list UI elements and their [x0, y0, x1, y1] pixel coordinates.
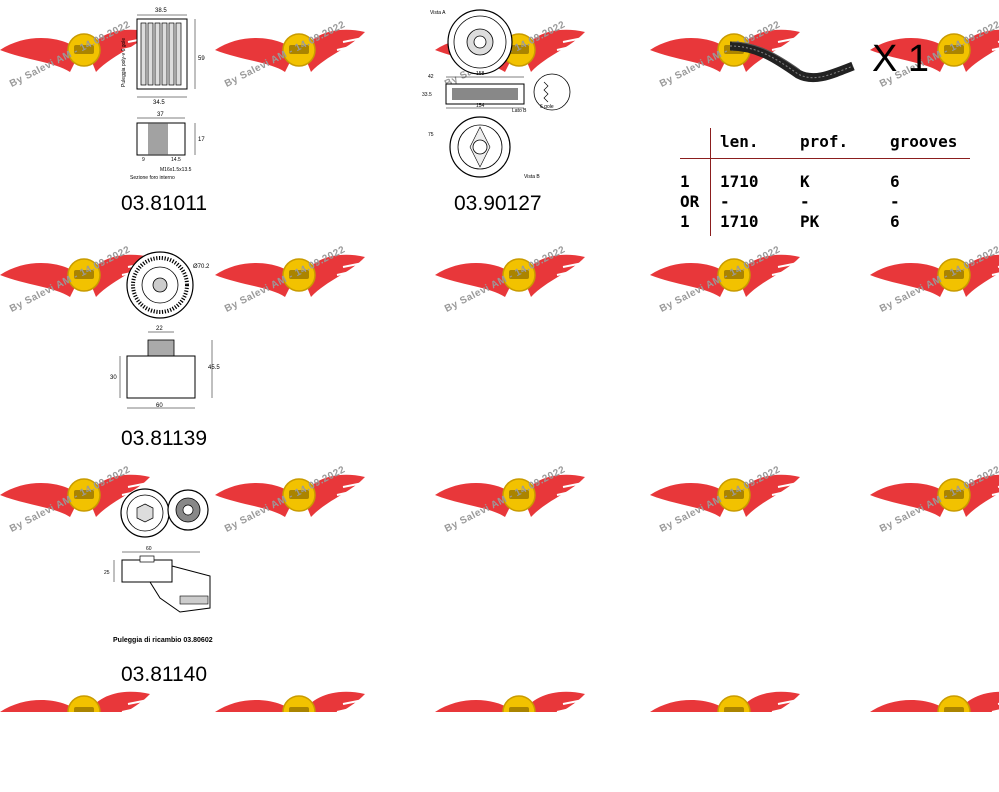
watermark-text: By Salevi AM - 14.09.2022	[223, 244, 348, 315]
watermark-text: By Salevi AM - 14.09.2022	[878, 464, 999, 535]
thread-label: M16x1.5x13.5	[160, 167, 192, 173]
dim-sec-width: 37	[157, 112, 164, 118]
drawing-pulley-90127: Vista A 42 158 33.5 154 Lato B 6 gole 75…	[422, 9, 571, 180]
watermark-text: By Salevi AM - 14.09.2022	[658, 464, 783, 535]
dim-sec-height: 17	[198, 137, 205, 143]
row-qty: 1	[680, 212, 690, 231]
dim-sec-b: 14.5	[171, 157, 181, 163]
dim-height-a: 30	[110, 375, 117, 381]
watermark: By Salevi AM - 14.09.2022	[869, 235, 999, 355]
watermark	[434, 672, 650, 792]
watermark	[649, 672, 865, 792]
table-divider-vertical	[710, 128, 711, 236]
row-prof: -	[800, 192, 810, 211]
watermark-text: By Salevi AM - 14.09.2022	[223, 464, 348, 535]
watermark: By Salevi AM - 14.09.2022	[649, 455, 865, 575]
row-grooves: 6	[890, 212, 900, 231]
dim-width: 60	[146, 546, 152, 552]
drawing-idler-81139: Ø70.2 22 30 45.5 60	[110, 251, 220, 409]
header-prof: prof.	[800, 132, 849, 151]
dim-width: 22	[156, 326, 163, 332]
watermark: By Salevi AM - 14.09.2022	[214, 235, 430, 355]
view-a-label: Vista A	[430, 10, 446, 16]
watermark: By Salevi AM - 14.09.2022	[214, 10, 430, 130]
belt-image	[729, 41, 855, 83]
watermark-text: By Salevi AM - 14.09.2022	[443, 464, 568, 535]
dim-side-a: 42	[428, 74, 434, 80]
grooves-label: 6 gole	[540, 104, 554, 110]
part-code: 03.81011	[121, 192, 208, 215]
row-grooves: -	[890, 192, 900, 211]
part-code: 03.81140	[121, 663, 208, 686]
drawing-pulley-81011: 38.5 59 Puleggia poly-v 6 gole 34.5 37 1…	[121, 8, 205, 181]
section-caption: Sezione foro interno	[130, 175, 175, 181]
row-grooves: 6	[890, 172, 900, 191]
watermark-text: By Salevi AM - 14.09.2022	[223, 19, 348, 90]
watermark	[0, 672, 215, 792]
header-grooves: grooves	[890, 132, 958, 151]
dim-diameter: Ø70.2	[193, 264, 210, 270]
part-code: 03.81139	[121, 427, 208, 450]
dim-base: 60	[156, 403, 163, 409]
watermark: By Salevi AM - 14.09.2022	[214, 455, 430, 575]
belt-quantity: X 1	[872, 38, 930, 80]
watermark: By Salevi AM - 14.09.2022	[649, 235, 865, 355]
row-len: 1710	[720, 212, 759, 231]
belt-table: len. prof. grooves 1 1710 K 6 OR - - - 1…	[680, 128, 970, 238]
row-qty: 1	[680, 172, 690, 191]
dim-inner: 154	[476, 103, 485, 109]
tensioner-caption: Puleggia di ricambio 03.80602	[113, 637, 213, 644]
watermark: By Salevi AM - 14.09.2022	[434, 235, 650, 355]
dim-height: 33.5	[422, 92, 432, 98]
watermark	[869, 672, 999, 792]
watermark-text: By Salevi AM - 14.09.2022	[8, 19, 133, 90]
side-label: Puleggia poly-v 6 gole	[121, 38, 127, 87]
drawing-tensioner-81140: 60 25	[104, 488, 211, 613]
table-divider-horizontal	[680, 158, 970, 159]
watermark-text: By Salevi AM - 14.09.2022	[658, 244, 783, 315]
row-prof: PK	[800, 212, 820, 231]
watermark	[214, 672, 430, 792]
watermark-text: By Salevi AM - 14.09.2022	[443, 244, 568, 315]
watermark: By Salevi AM - 14.09.2022	[434, 455, 650, 575]
dim-outer: 158	[476, 71, 485, 77]
lato-b-label: Lato B	[512, 108, 527, 114]
row-qty: OR	[680, 192, 700, 211]
header-len: len.	[720, 132, 759, 151]
row-len: 1710	[720, 172, 759, 191]
part-code: 03.90127	[454, 192, 542, 215]
row-prof: K	[800, 172, 810, 191]
view-b-label: Vista B	[524, 174, 540, 180]
dim-height-b: 45.5	[208, 365, 220, 371]
dim-height: 25	[104, 570, 110, 576]
dim-height: 59	[198, 56, 205, 62]
dim-width-bottom: 34.5	[153, 100, 165, 106]
dim-width-top: 38.5	[155, 8, 167, 14]
row-len: -	[720, 192, 730, 211]
watermark: By Salevi AM - 14.09.2022	[869, 455, 999, 575]
watermark-text: By Salevi AM - 14.09.2022	[878, 244, 999, 315]
dim-sec-a: 9	[142, 157, 145, 163]
dim-side-b: 75	[428, 132, 434, 138]
